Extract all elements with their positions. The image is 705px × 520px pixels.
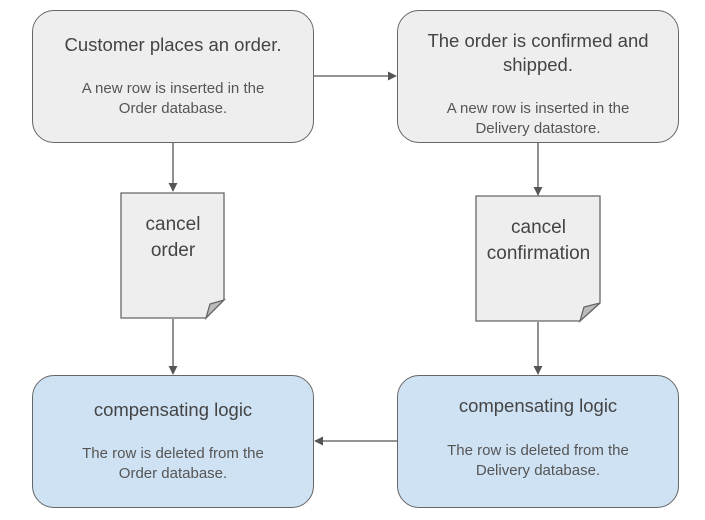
- note-shape: [475, 195, 601, 323]
- note-label: cancel confirmation: [486, 217, 591, 264]
- node-description: A new row is inserted in the Delivery da…: [446, 100, 630, 137]
- note-cancel-confirmation: cancel confirmation: [475, 195, 602, 323]
- node-compensating-logic-order: compensating logic The row is deleted fr…: [32, 375, 314, 508]
- note-label: cancel order: [145, 214, 201, 261]
- note-cancel-order: cancel order: [120, 192, 226, 320]
- node-title: compensating logic: [458, 395, 618, 416]
- node-title: compensating logic: [93, 399, 253, 420]
- node-description: The row is deleted from the Delivery dat…: [447, 442, 629, 479]
- node-title: Customer places an order.: [64, 34, 282, 55]
- node-order-confirmed-shipped: The order is confirmed and shipped. A ne…: [397, 10, 679, 143]
- node-description: The row is deleted from the Order databa…: [82, 445, 264, 482]
- node-customer-places-order: Customer places an order. A new row is i…: [32, 10, 314, 143]
- note-shape: [120, 192, 226, 320]
- node-description: A new row is inserted in the Order datab…: [81, 80, 265, 117]
- node-title: The order is confirmed and shipped.: [427, 30, 649, 75]
- node-compensating-logic-delivery: compensating logic The row is deleted fr…: [397, 375, 679, 508]
